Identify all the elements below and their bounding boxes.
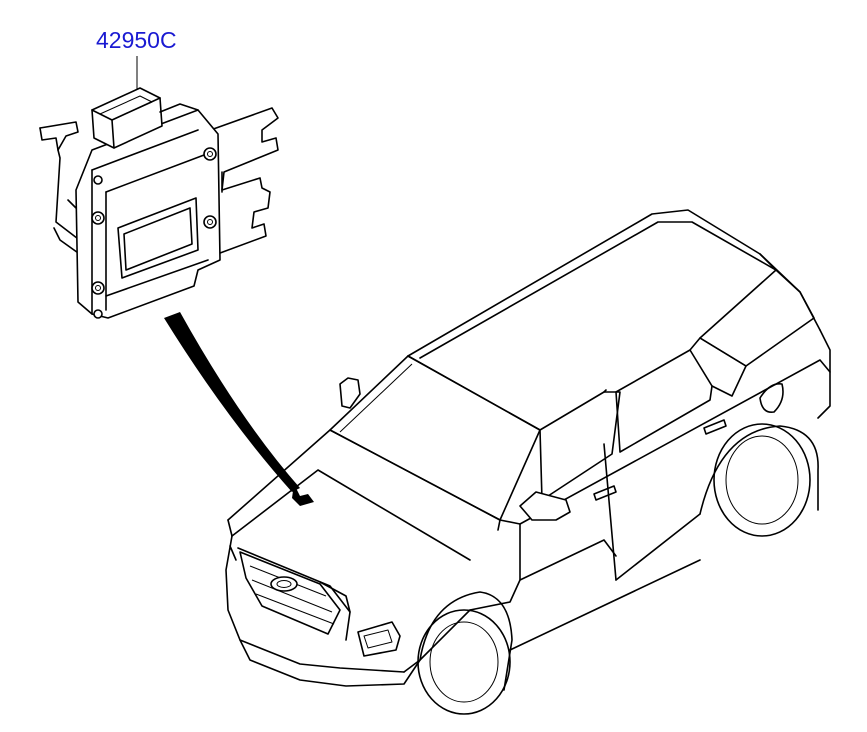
location-pointer-icon bbox=[164, 312, 314, 506]
control-module-icon[interactable] bbox=[39, 87, 279, 319]
part-number-label[interactable]: 42950C bbox=[96, 27, 177, 53]
suv-vehicle-icon[interactable] bbox=[225, 209, 831, 715]
